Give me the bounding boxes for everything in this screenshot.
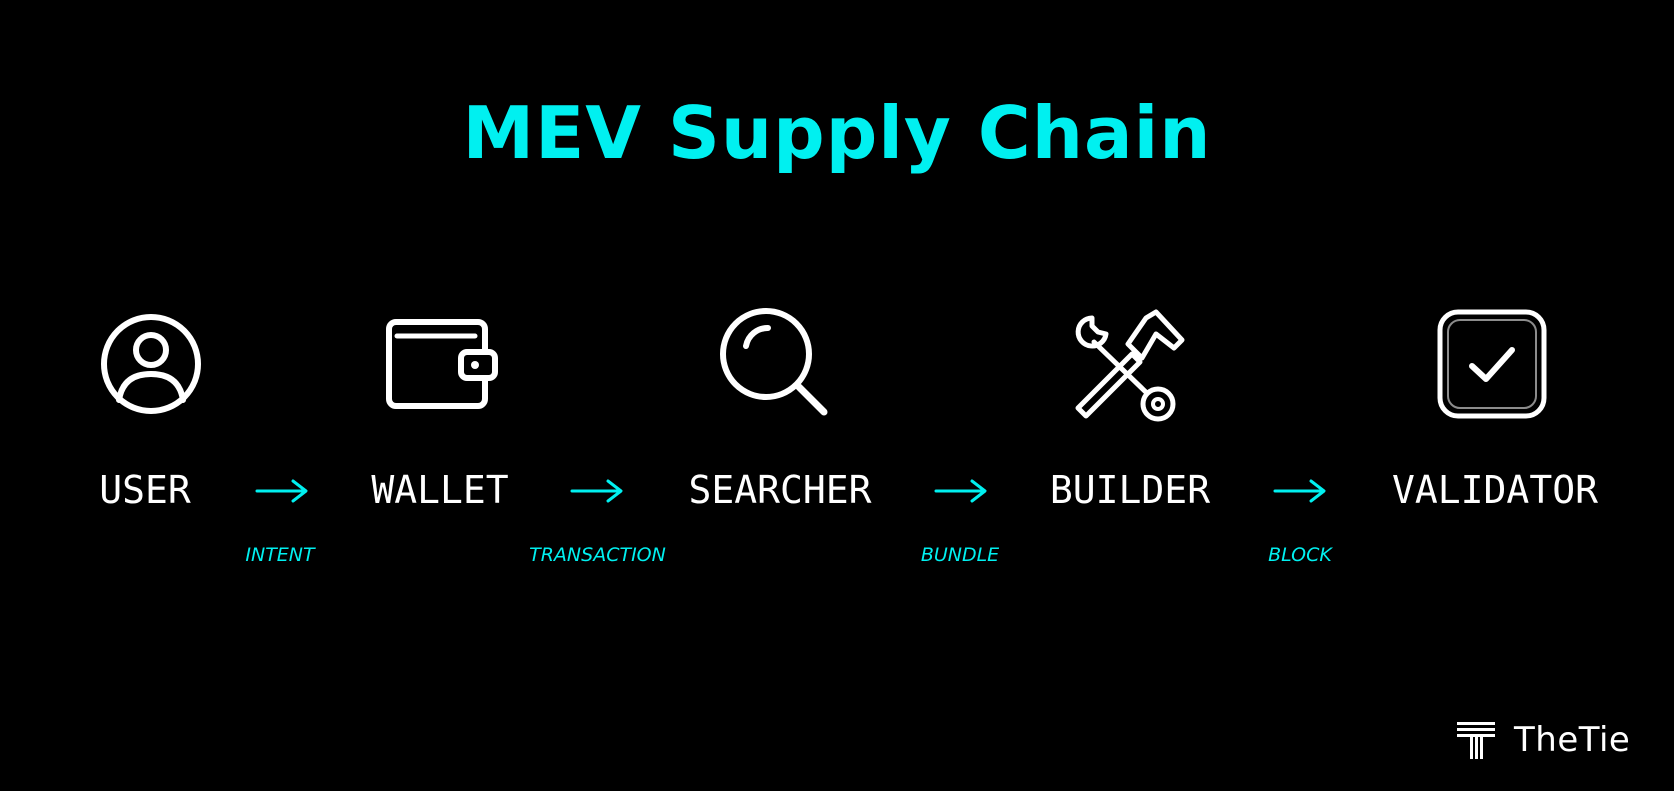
tools-icon <box>1070 304 1190 424</box>
arrow-right-icon <box>1273 476 1327 506</box>
search-icon <box>716 304 836 424</box>
brand: TheTie <box>1456 718 1630 762</box>
user-icon <box>91 304 211 424</box>
edge-label-intent: INTENT <box>245 544 315 566</box>
edge-label-bundle: BUNDLE <box>920 544 1000 566</box>
diagram-title: MEV Supply Chain <box>462 91 1212 175</box>
edge-label-block: BLOCK <box>1268 544 1332 566</box>
edge-label-transaction: TRANSACTION <box>529 544 666 566</box>
arrow-right-icon <box>255 476 309 506</box>
node-label-validator: VALIDATOR <box>1392 468 1598 512</box>
arrow-right-icon <box>934 476 988 506</box>
wallet-icon <box>381 304 501 424</box>
arrow-right-icon <box>570 476 624 506</box>
brand-name: TheTie <box>1514 720 1631 760</box>
thetie-logo-icon <box>1456 720 1496 760</box>
node-label-builder: BUILDER <box>1049 468 1211 512</box>
node-label-searcher: SEARCHER <box>688 468 872 512</box>
node-label-wallet: WALLET <box>371 468 509 512</box>
node-label-user: USER <box>99 468 191 512</box>
checkbox-icon <box>1432 304 1552 424</box>
